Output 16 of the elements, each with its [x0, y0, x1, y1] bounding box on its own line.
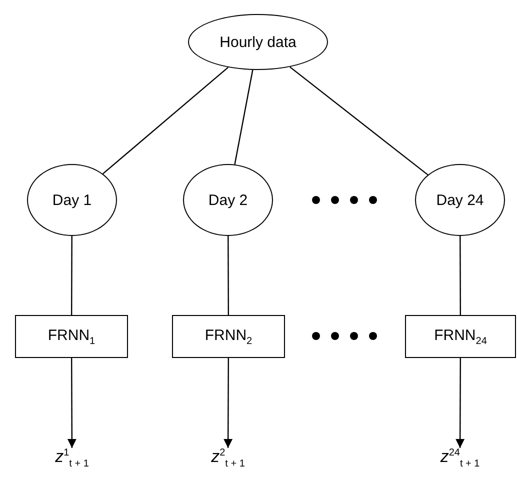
ellipse-node: Day 2: [183, 164, 273, 236]
arrow: [67, 358, 76, 448]
process-box: FRNN$_{24}$: [405, 315, 516, 358]
process-box: FRNN$_{2}$: [172, 315, 285, 358]
connector-line: [102, 66, 229, 174]
ellipse-node: Day 24: [415, 164, 505, 236]
connector-line: [70, 236, 72, 315]
ellipse-node: Day 1: [27, 164, 117, 236]
connector-line: [228, 236, 230, 315]
arrow: [224, 358, 233, 448]
connector-line: [460, 236, 462, 315]
ellipse-node: Hourly data: [188, 14, 328, 70]
connector-line: [234, 70, 254, 165]
process-box: FRNN$_{1}$: [15, 315, 128, 358]
arrow: [456, 358, 465, 448]
connector-line: [290, 66, 428, 176]
